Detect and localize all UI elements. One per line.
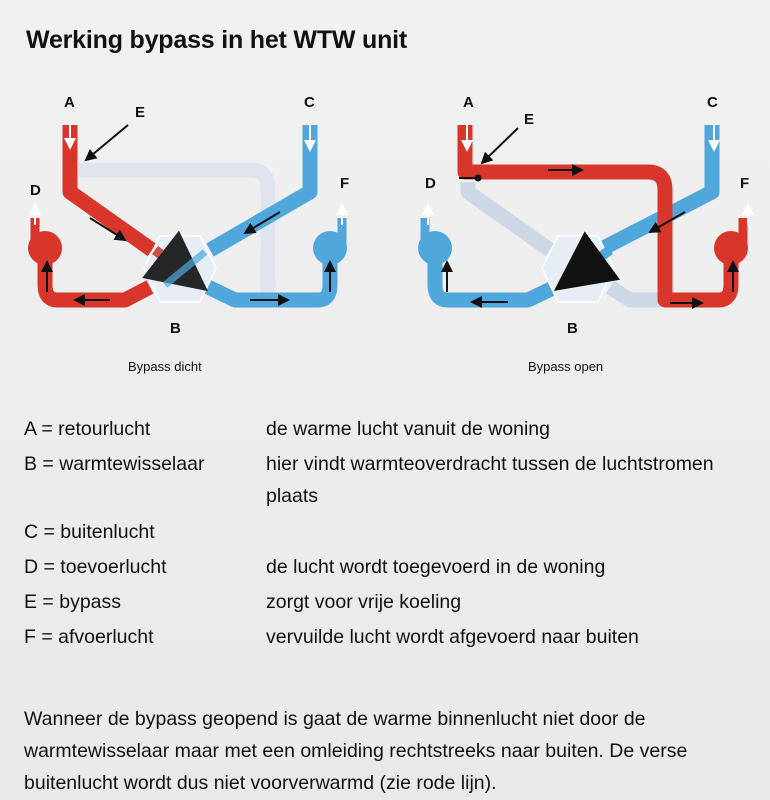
legend-desc: zorgt voor vrije koeling — [266, 591, 462, 613]
label-a: A — [463, 94, 474, 111]
outside-air-duct — [586, 125, 720, 262]
legend-desc: hier vindt warmteoverdracht tussen de lu… — [266, 453, 714, 507]
explanation-note: Wanneer de bypass geopend is gaat de war… — [24, 708, 688, 794]
label-e: E — [524, 111, 534, 128]
legend-term: A = retourlucht — [24, 418, 151, 440]
legend-item: B = warmtewisselaar hier vindt warmteover… — [24, 453, 726, 521]
bypass-duct-active — [457, 125, 739, 308]
bypass-pointer — [84, 124, 129, 162]
supply-air-duct — [427, 258, 559, 308]
bypass-duct-inactive — [78, 162, 276, 300]
page-title: Werking bypass in het WTW unit — [26, 26, 408, 54]
legend-item: E = bypass zorgt voor vrije koeling — [24, 591, 726, 626]
legend-term: F = afvoerlucht — [24, 626, 154, 648]
label-b: B — [170, 320, 181, 337]
label-f: F — [340, 175, 349, 192]
legend: A = retourlucht de warme lucht vanuit de … — [24, 418, 726, 661]
outside-air-duct — [206, 125, 318, 257]
label-d: D — [30, 182, 41, 199]
heat-exchanger-duct-inactive — [460, 182, 660, 308]
legend-item: F = afvoerlucht vervuilde lucht wordt afg… — [24, 626, 726, 661]
legend-term: C = buitenlucht — [24, 521, 155, 543]
legend-item: D = toevoerlucht de lucht wordt toegevoer… — [24, 556, 726, 591]
legend-term: E = bypass — [24, 591, 122, 613]
legend-term: D = toevoerlucht — [24, 556, 167, 578]
bypass-pointer — [480, 127, 519, 165]
legend-desc: vervuilde lucht wordt afgevoerd naar bui… — [266, 626, 639, 648]
legend-desc: de warme lucht vanuit de woning — [266, 418, 550, 440]
legend-desc: de lucht wordt toegevoerd in de woning — [266, 556, 606, 578]
bypass-diagrams: A E C D F B Bypass dicht — [28, 94, 754, 374]
caption-bypass-closed: Bypass dicht — [128, 359, 202, 374]
legend-item: A = retourlucht de warme lucht vanuit de … — [24, 418, 726, 453]
diagram-bypass-closed: A E C D F B Bypass dicht — [28, 94, 349, 374]
label-c: C — [707, 94, 718, 111]
legend-desc — [266, 516, 726, 556]
caption-bypass-open: Bypass open — [528, 359, 603, 374]
label-f: F — [740, 175, 749, 192]
legend-item: C = buitenlucht — [24, 521, 726, 556]
label-a: A — [64, 94, 75, 111]
supply-air-duct — [37, 258, 154, 308]
label-c: C — [304, 94, 315, 111]
label-b: B — [567, 320, 578, 337]
label-d: D — [425, 175, 436, 192]
diagram-bypass-open: A E C D F B Bypass open — [418, 94, 754, 374]
legend-term: B = warmtewisselaar — [24, 453, 205, 475]
label-e: E — [135, 104, 145, 121]
